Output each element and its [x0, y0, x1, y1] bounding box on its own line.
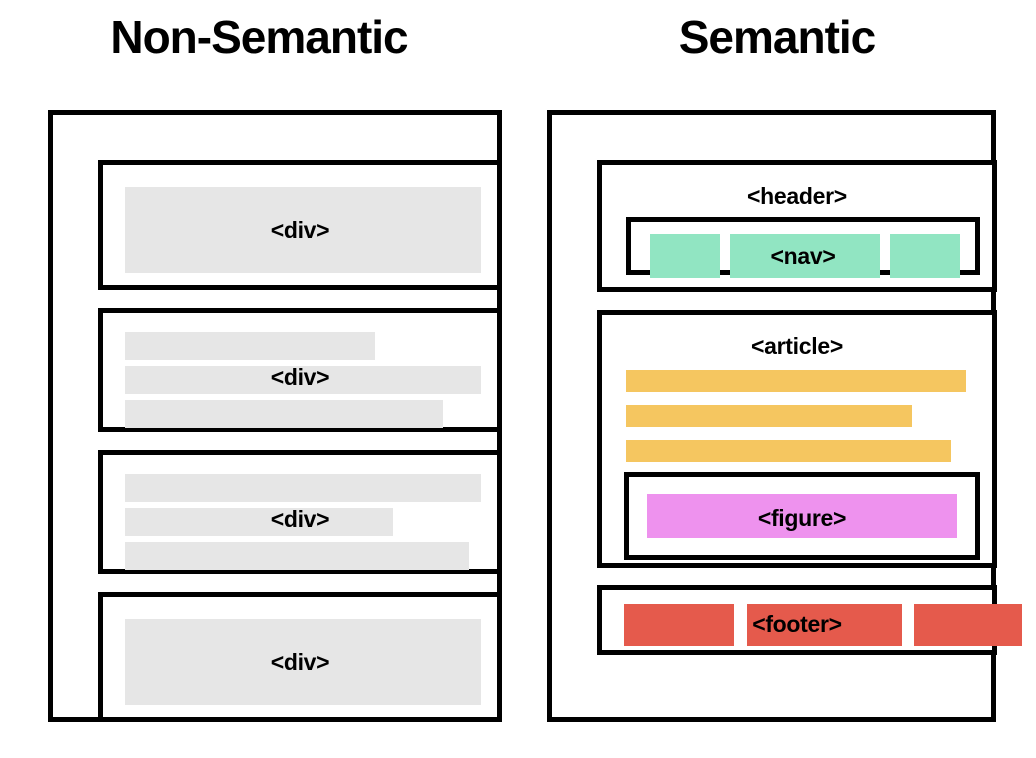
semantic-column-title: Semantic: [678, 11, 877, 63]
non-semantic-panel-inner: <div> <div> <div> <div>: [73, 135, 502, 722]
div-block-3-label: <div>: [270, 506, 330, 532]
placeholder-bar: [125, 508, 393, 536]
article-text-bar: [626, 440, 951, 462]
semantic-panel-inner: <header> <nav> <article> <figure>: [572, 135, 1022, 697]
footer-item-bar: [914, 604, 1022, 646]
placeholder-bar: [125, 332, 375, 360]
nav-item-bar: [730, 234, 880, 278]
placeholder-bar: [125, 187, 481, 273]
header-block-label: <header>: [747, 183, 847, 209]
div-block-2: <div>: [98, 308, 502, 432]
article-block: <article> <figure>: [597, 310, 997, 568]
non-semantic-panel: <div> <div> <div> <div>: [48, 110, 502, 722]
footer-block: <footer>: [597, 585, 1022, 655]
placeholder-bar: [125, 400, 443, 428]
figure-block: <figure>: [624, 472, 980, 560]
div-block-1: <div>: [98, 160, 502, 290]
placeholder-bar: [125, 474, 481, 502]
placeholder-bar: [125, 542, 469, 570]
nav-item-bar: [890, 234, 960, 278]
footer-item-bar: [747, 604, 902, 646]
header-block: <header> <nav>: [597, 160, 997, 292]
div-block-4-label: <div>: [270, 649, 330, 675]
article-text-bar: [626, 405, 912, 427]
nav-item-bar: [650, 234, 720, 278]
placeholder-bar: [125, 619, 481, 705]
div-block-3: <div>: [98, 450, 502, 574]
non-semantic-column-title: Non-Semantic: [110, 11, 408, 63]
div-block-4: <div>: [98, 592, 502, 722]
footer-block-label: <footer>: [752, 611, 842, 637]
nav-block-label: <nav>: [770, 243, 836, 269]
footer-item-bar: [624, 604, 734, 646]
figure-media-bar: [647, 494, 957, 538]
div-block-1-label: <div>: [270, 217, 330, 243]
article-text-bar: [626, 370, 966, 392]
nav-block: <nav>: [626, 217, 980, 278]
article-block-label: <article>: [751, 333, 843, 359]
figure-block-label: <figure>: [757, 505, 847, 531]
div-block-2-label: <div>: [270, 364, 330, 390]
semantic-panel: <header> <nav> <article> <figure>: [547, 110, 1022, 722]
placeholder-bar: [125, 366, 481, 394]
